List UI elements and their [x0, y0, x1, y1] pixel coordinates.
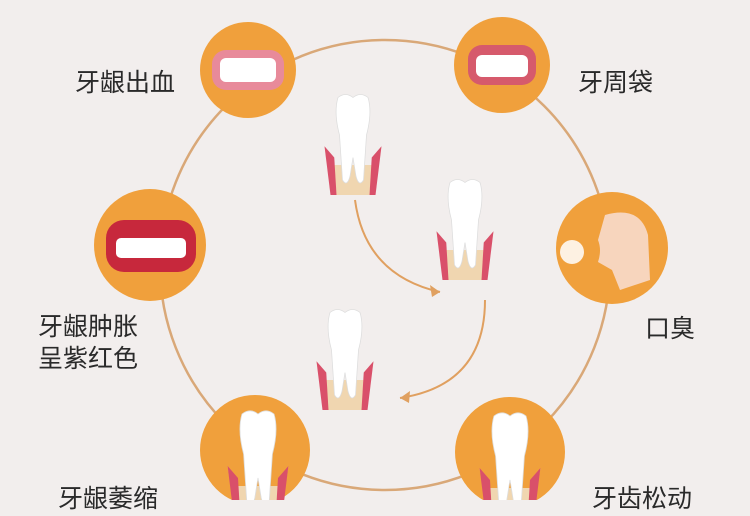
label-loose: 牙齿松动 — [592, 484, 693, 513]
label-bleeding: 牙龈出血 — [75, 68, 176, 97]
tooth-stage-2 — [436, 179, 494, 281]
label-bad-breath: 口臭 — [645, 314, 696, 343]
tooth-stage-1 — [324, 94, 382, 196]
label-pocket: 牙周袋 — [578, 68, 654, 97]
label-swollen: 牙龈肿胀 — [38, 312, 139, 341]
periodontitis-cycle-diagram — [94, 17, 668, 500]
arrow-1 — [354, 199, 441, 293]
arrow-2 — [399, 299, 486, 399]
label-recession: 牙龈萎缩 — [58, 484, 159, 513]
label-swollen-2: 呈紫红色 — [38, 344, 139, 373]
tooth-stage-3 — [316, 309, 374, 411]
